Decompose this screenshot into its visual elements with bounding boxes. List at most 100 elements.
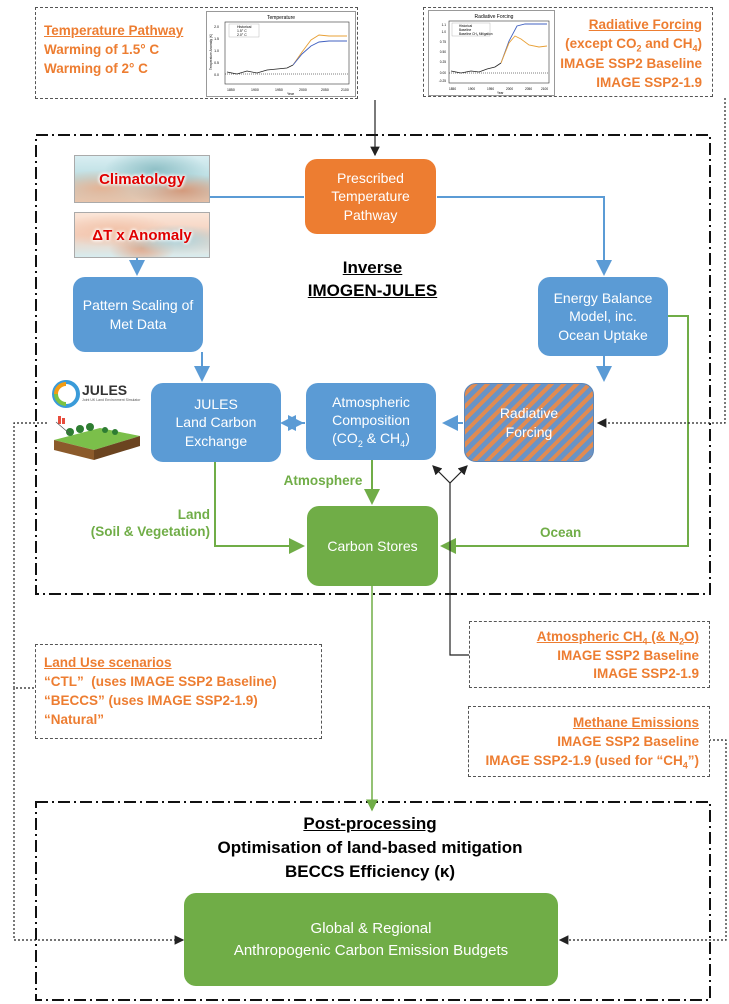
radiative-mini-ytick-2: 1.0 (442, 30, 447, 34)
jules-logo-subtext: Joint UK Land Environment Simulator (82, 398, 141, 402)
radiative-box-line-2: Forcing (505, 423, 553, 440)
radiative-mini-ytick-6: 0.00 (440, 71, 446, 75)
methane-note-title: Methane Emissions (572, 715, 699, 730)
radiative-mini-chart-svg: Radiative Forcing Historical Baseline Ba… (439, 14, 550, 95)
temperature-note: Temperature Pathway Warming of 1.5° C Wa… (35, 7, 358, 99)
radiative-mini-title: Radiative Forcing (475, 14, 514, 20)
radiative-historical-line (450, 62, 502, 74)
landuse-to-jules-connector (13, 422, 48, 689)
jules-logo-text: JULES (82, 382, 128, 398)
carbon-stores-label: Carbon Stores (327, 537, 418, 554)
land-flow-label-2: (Soil & Vegetation) (90, 524, 210, 539)
radiative-mini-xtick-1: 1850 (449, 87, 456, 91)
temperature-mini-xtick-2: 1900 (251, 88, 259, 92)
ch4-note-line-2: IMAGE SSP2-1.9 (593, 666, 699, 681)
prescribed-line-2: Temperature (331, 188, 410, 205)
energy-balance-box: Energy Balance Model, inc. Ocean Uptake (538, 277, 668, 356)
temperature-mini-ytick-2: 0.5 (214, 61, 219, 65)
prescribed-to-energy-connector (437, 196, 612, 276)
radiative-mini-xtick-4: 2000 (506, 87, 513, 91)
temperature-mini-xtick-3: 1950 (275, 88, 283, 92)
temperature-mini-ylabel: Temperature Anomaly (K) (209, 34, 213, 70)
temperature-mini-chart-svg: Temperature Historical 1.5° C 2.0° C 185… (209, 15, 350, 96)
temperature-mini-xtick-4: 2000 (299, 88, 307, 92)
temperature-mini-xlabel: Year (287, 92, 295, 96)
energy-balance-line-1: Energy Balance (553, 290, 653, 307)
landuse-to-budget-connector (13, 688, 185, 945)
imogen-title-line-1: Inverse (342, 258, 403, 277)
radiative-mini-chart: Radiative Forcing Historical Baseline Ba… (428, 10, 555, 96)
split-to-atmos-connector (432, 465, 451, 484)
radiative-note: Radiative Forcing Historical Baseline Ba… (423, 7, 713, 97)
temperature-2p0-line (292, 40, 347, 66)
pattern-scaling-box: Pattern Scaling of Met Data (73, 277, 203, 352)
methane-note-line-1: IMAGE SSP2 Baseline (557, 734, 699, 749)
radiative-mini-xlabel: Year (497, 91, 504, 95)
ch4-note-line-1: IMAGE SSP2 Baseline (557, 648, 699, 663)
radiative-mini-ytick-3: 0.75 (440, 40, 446, 44)
ch4-note: Atmospheric CH4 (& N2O) IMAGE SSP2 Basel… (469, 621, 710, 688)
temperature-mini-ytick-3: 1.0 (214, 49, 219, 53)
radiative-mini-xtick-2: 1900 (468, 87, 475, 91)
radiative-note-line-3: IMAGE SSP2-1.9 (596, 75, 702, 90)
main-frame (35, 134, 711, 595)
atmosphere-flow-label: Atmosphere (283, 473, 363, 488)
anomaly-map: ΔT x Anomaly (74, 212, 210, 258)
carbon-budget-box: Global & Regional Anthropogenic Carbon E… (184, 893, 558, 986)
radiative-note-line-2: IMAGE SSP2 Baseline (560, 56, 702, 71)
rad-note-to-radiative-connector (596, 98, 726, 428)
temperature-mini-ytick-1: 0.0 (214, 73, 219, 77)
jules-box-line-1: JULES (194, 396, 238, 413)
landuse-note: Land Use scenarios “CTL” (uses IMAGE SSP… (35, 644, 322, 739)
imogen-title-line-2: IMOGEN-JULES (307, 281, 438, 300)
atmos-line-1: Atmospheric (332, 393, 410, 410)
atmos-line-3: (CO2 & CH4) (332, 429, 410, 449)
radiative-mini-xtick-6: 2100 (541, 87, 548, 91)
ch4-to-split-connector (449, 483, 470, 656)
carbon-stores-box: Carbon Stores (307, 506, 438, 586)
radiative-mitigation-line (500, 35, 548, 64)
split-to-radiative-connector (449, 465, 468, 484)
prescribed-temperature-box: Prescribed Temperature Pathway (305, 159, 436, 234)
land-flow-label-1: Land (177, 507, 210, 522)
energy-balance-line-3: Ocean Uptake (558, 326, 648, 343)
temperature-mini-xtick-6: 2100 (341, 88, 349, 92)
ocean-flow-label: Ocean (540, 525, 582, 540)
budget-line-1: Global & Regional (310, 919, 432, 937)
temperature-mini-legend-3: 2.0° C (237, 33, 247, 37)
climatology-label: Climatology (99, 170, 185, 188)
post-processing-line-1: Optimisation of land-based mitigation (217, 838, 523, 857)
jules-logo: JULES Joint UK Land Environment Simulato… (50, 380, 142, 410)
temperature-mini-legend-2: 1.5° C (237, 29, 247, 33)
methane-note-line-2: IMAGE SSP2-1.9 (used for “CH4”) (485, 753, 699, 771)
temperature-mini-chart: Temperature Historical 1.5° C 2.0° C 185… (206, 11, 356, 97)
radiative-box-line-1: Radiative (499, 405, 559, 422)
prescribed-line-1: Prescribed (337, 170, 404, 187)
energy-to-carbon-connector (440, 315, 689, 554)
jules-globe-icon (52, 380, 80, 408)
radiative-note-line-1: (except CO2 and CH4) (565, 36, 702, 54)
post-processing-line-2: BECCS Efficiency (κ) (284, 862, 456, 881)
radiative-forcing-box: Radiative Forcing (464, 383, 594, 462)
radiative-mini-ytick-7: -0.25 (439, 79, 446, 83)
temperature-mini-ytick-4: 1.5 (214, 37, 219, 41)
post-processing-title: Post-processing (303, 814, 437, 833)
atmospheric-composition-box: Atmospheric Composition (CO2 & CH4) (306, 383, 436, 460)
land-illustration-svg (54, 416, 140, 460)
budget-line-2: Anthropogenic Carbon Emission Budgets (233, 941, 509, 959)
jules-box-line-2: Land Carbon (175, 414, 257, 431)
radiative-mini-ytick-4: 0.50 (440, 50, 446, 54)
temperature-note-line-1: Warming of 1.5° C (44, 42, 160, 57)
ch4-note-title: Atmospheric CH4 (& N2O) (536, 629, 699, 647)
temperature-mini-ytick-5: 2.0 (214, 25, 219, 29)
jules-land-illustration (50, 410, 142, 462)
temperature-mini-title: Temperature (267, 15, 295, 21)
landuse-note-line-2: “BECCS” (uses IMAGE SSP2-1.9) (44, 693, 258, 708)
temperature-note-line-2: Warming of 2° C (44, 61, 148, 76)
energy-balance-line-2: Model, inc. (569, 308, 637, 325)
pattern-scaling-line-1: Pattern Scaling of (82, 297, 194, 314)
radiative-baseline-line (500, 23, 547, 64)
radiative-mini-legend-3: Baseline CH₄ Mitigation (459, 32, 493, 36)
radiative-mini-xtick-5: 2050 (525, 87, 532, 91)
